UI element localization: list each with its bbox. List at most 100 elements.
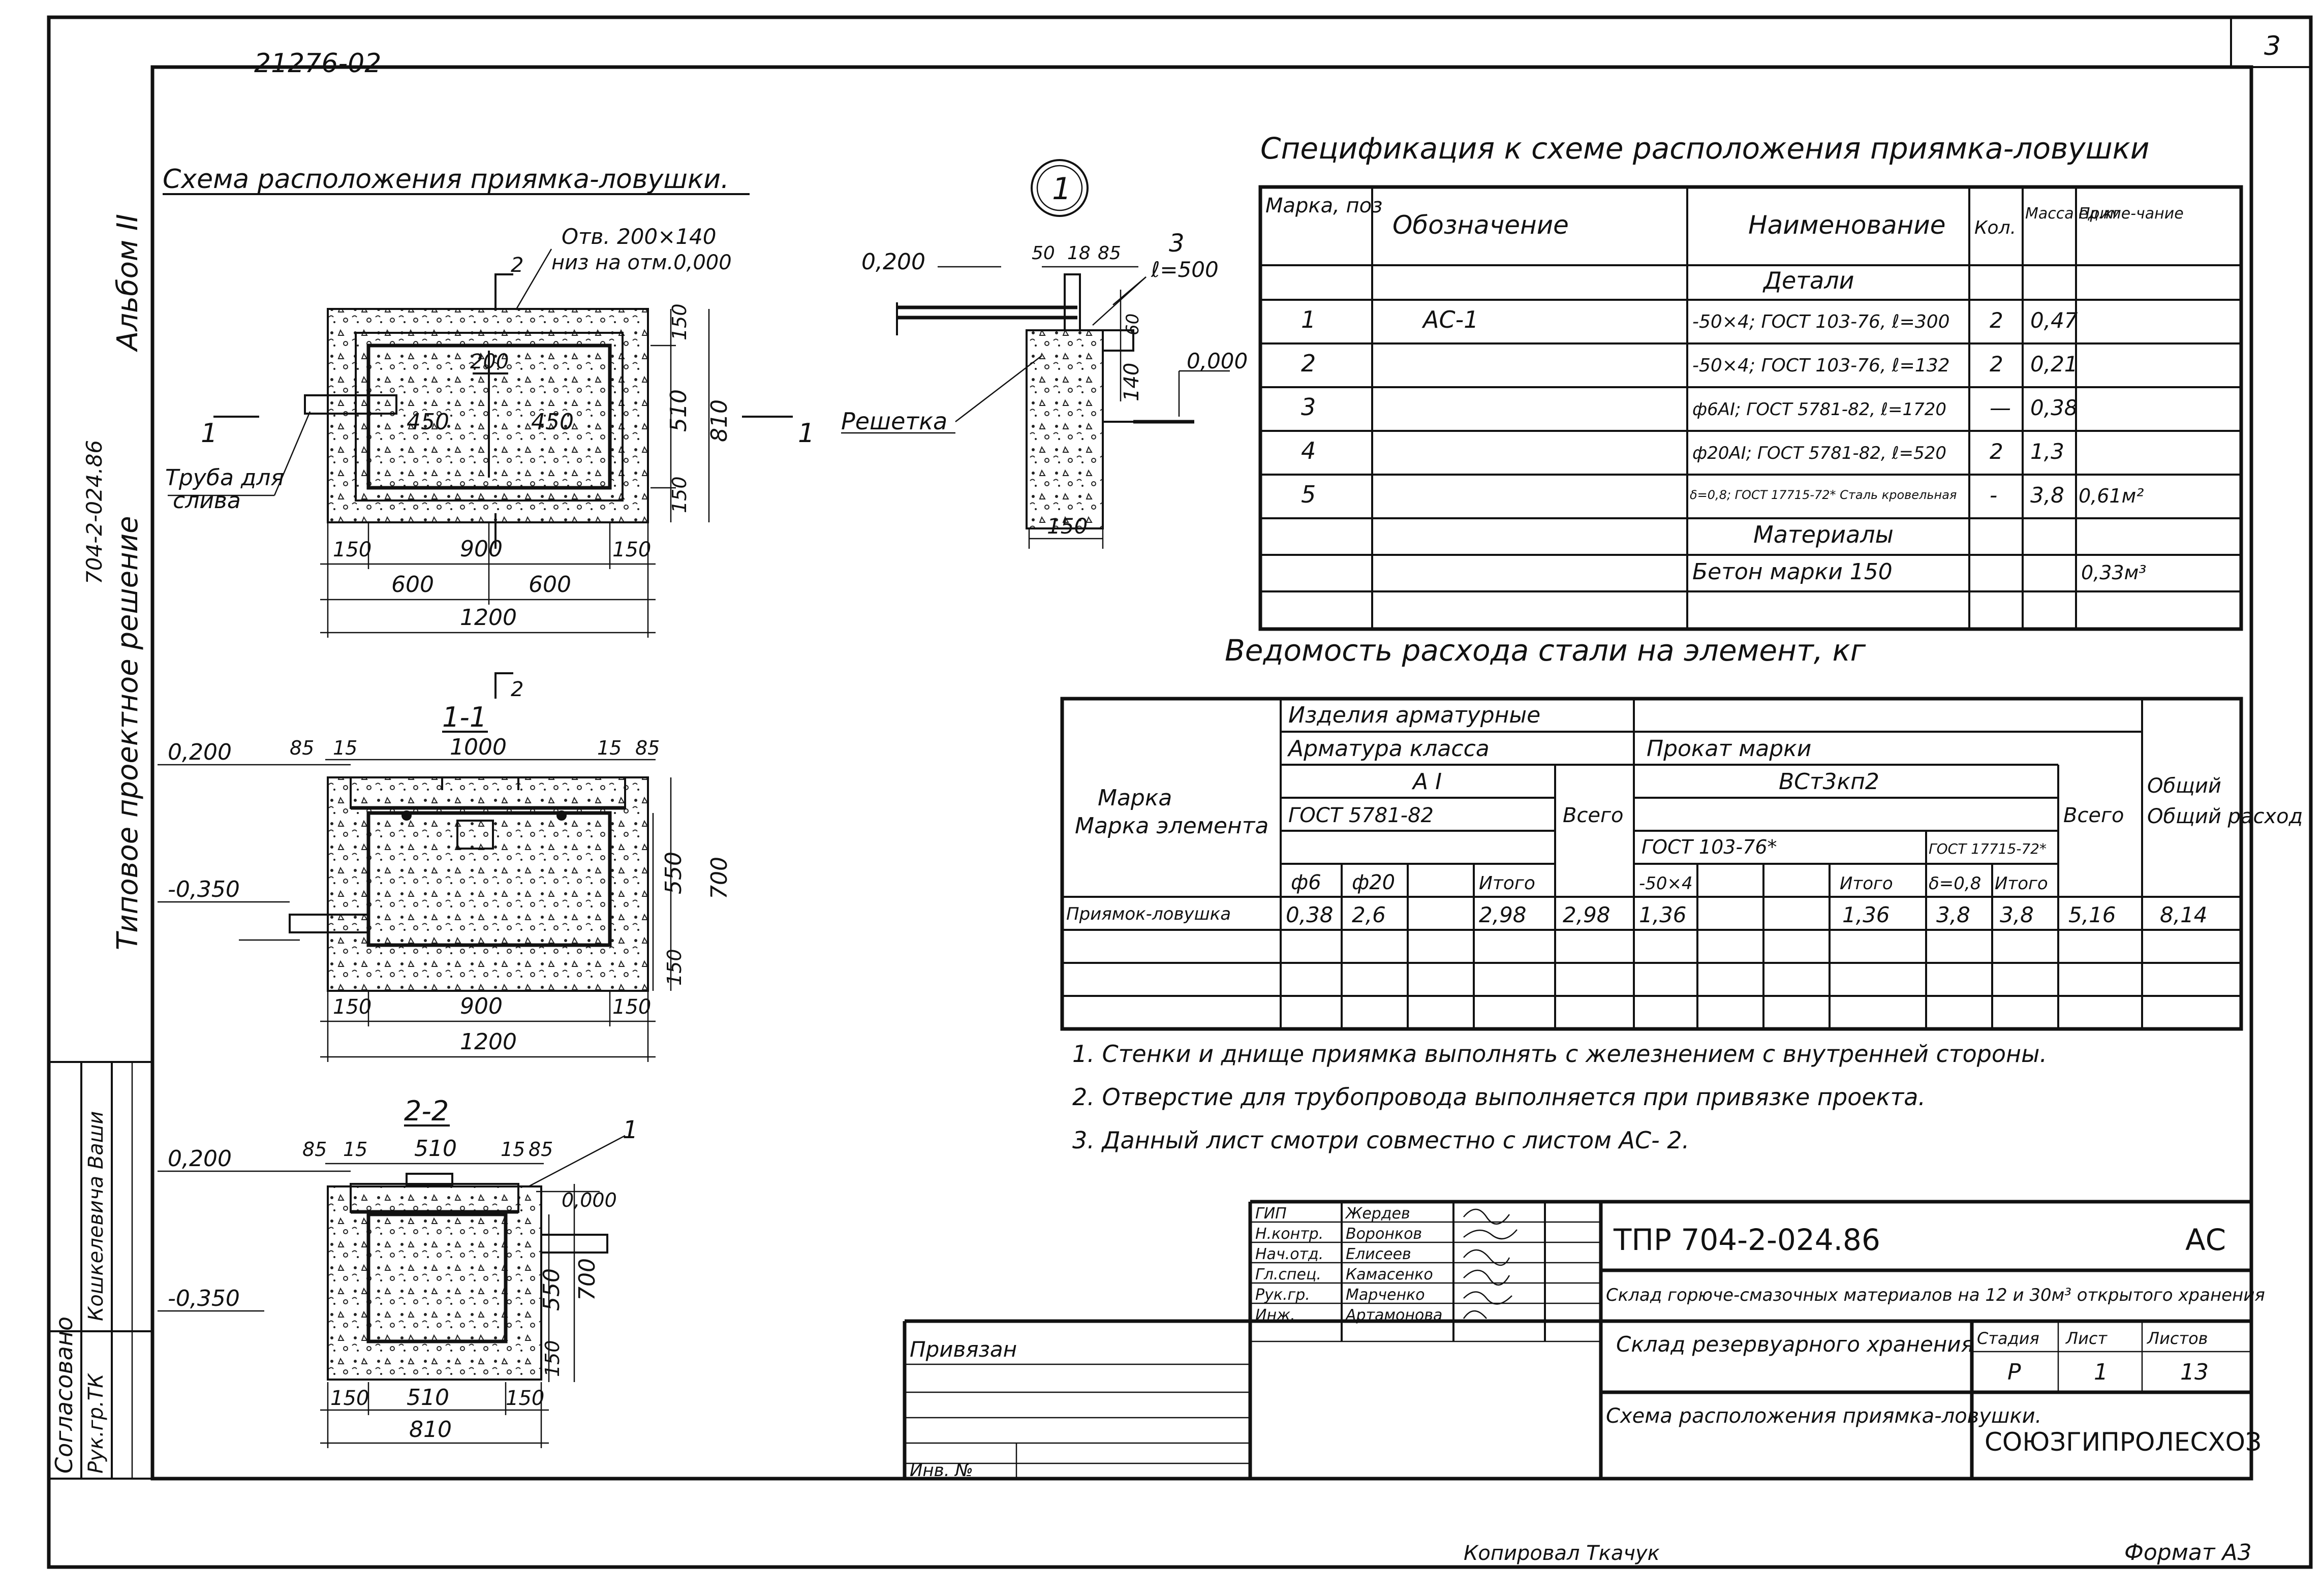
stamp-name-5: Марченко	[1346, 1286, 1425, 1304]
steel-row-vsego-b: 5,16	[2068, 902, 2116, 927]
s22-dim-150a: 150	[330, 1387, 369, 1410]
stamp-code: ТПР 704-2-024.86	[1613, 1223, 1880, 1257]
dim-150-bottom: 150	[668, 476, 691, 513]
s11-dim-150b: 150	[612, 995, 651, 1019]
s11-dim-900: 900	[460, 993, 503, 1019]
spec-r1-pos: 1	[1301, 306, 1316, 333]
s11-dim-150r: 150	[663, 949, 686, 986]
plan-dims-right	[651, 309, 710, 522]
spec-title: Спецификация к схеме расположения приямк…	[1260, 131, 2149, 166]
steel-h-f6: ф6	[1291, 871, 1321, 894]
steel-h-gost-a: ГОСТ 5781-82	[1288, 804, 1434, 827]
dim-810: 810	[706, 399, 732, 442]
dim-150-top: 150	[668, 303, 691, 340]
s11-dim-1200: 1200	[460, 1029, 517, 1055]
node-dim-85: 85	[1098, 243, 1121, 264]
spec-h-name: Наименование	[1748, 210, 1946, 240]
node-circle	[1031, 159, 1089, 217]
stamp-object: Склад резервуарного хранения	[1616, 1332, 1974, 1357]
side-code: 704-2-024.86	[82, 440, 107, 584]
spec-r3-pos: 3	[1301, 393, 1316, 421]
section22-view	[158, 1135, 626, 1448]
s22-lvl-200: 0,200	[168, 1146, 232, 1172]
steel-title: Ведомость расхода стали на элемент, кг	[1225, 633, 1866, 668]
spec-r1-qty: 2	[1990, 308, 2003, 333]
node-id: 1	[1052, 171, 1071, 207]
stamp-role-4: Гл.спец.	[1255, 1266, 1321, 1284]
steel-h-vsego-a: Всего	[1563, 804, 1624, 827]
stamp-role-5: Рук.гр.	[1255, 1286, 1310, 1304]
steel-h-f20: ф20	[1352, 871, 1395, 894]
stamp-role-1: ГИП	[1255, 1205, 1287, 1223]
s22-dim-810: 810	[409, 1417, 452, 1443]
s11-dim-85a: 85	[290, 737, 314, 759]
s22-dim-510b: 510	[407, 1385, 449, 1411]
node-dim-18: 18	[1067, 243, 1091, 264]
agreed-block	[49, 1061, 152, 1479]
steel-h-itogo-a: Итого	[1479, 873, 1535, 894]
node-dim-140: 140	[1120, 363, 1143, 401]
doc-code: 21276-02	[254, 48, 381, 79]
spec-r5-name: δ=0,8; ГОСТ 17715-72* Сталь кровельная	[1690, 488, 1957, 502]
s22-dim-15b: 15	[501, 1138, 525, 1161]
spec-r4-name: ф20АI; ГОСТ 5781-82, ℓ=520	[1692, 443, 1946, 463]
steel-row-name: Приямок-ловушка	[1066, 904, 1231, 924]
steel-h-vst: ВСт3кп2	[1779, 769, 1879, 795]
hole-note-2: низ на отм.0,000	[551, 251, 732, 274]
spec-r5-pos: 5	[1301, 481, 1316, 508]
stamp-sheet-title: Схема расположения приямка-ловушки.	[1606, 1404, 2041, 1428]
spec-r2-mass: 0,21	[2030, 352, 2078, 377]
node-pos-3: 3	[1169, 229, 1185, 258]
dim-150-b: 150	[612, 538, 651, 561]
steel-row-f20: 2,6	[1352, 902, 1386, 927]
spec-h-note: Приме-чание	[2079, 205, 2184, 223]
s11-dim-550: 550	[661, 852, 687, 894]
note-1: 1. Стенки и днище приямка выполнять с же…	[1072, 1040, 2047, 1068]
node-grate: Решетка	[841, 408, 947, 435]
steel-table	[1060, 697, 2243, 1031]
steel-h-d08: δ=0,8	[1929, 873, 1981, 894]
node-dim-60: 60	[1123, 314, 1143, 335]
steel-h-gost-b: ГОСТ 103-76*	[1641, 836, 1777, 858]
stamp-role-2: Н.контр.	[1255, 1225, 1323, 1243]
steel-row-d08: 3,8	[1936, 902, 1970, 927]
s22-dim-85b: 85	[529, 1138, 553, 1161]
steel-h-total: Общий расход	[2147, 805, 2303, 828]
steel-h-vsego-b: Всего	[2063, 804, 2124, 827]
dim-600-b: 600	[529, 572, 571, 598]
dim-900: 900	[460, 536, 503, 562]
steel-row-vsego-a: 2,98	[1563, 902, 1610, 927]
s22-dim-510: 510	[414, 1136, 457, 1162]
side-album: Альбом II	[111, 214, 144, 352]
agreed-role: Рук.гр.ТК	[84, 1373, 108, 1474]
dim-450-right: 450	[531, 409, 574, 435]
spec-r2-pos: 2	[1301, 350, 1316, 377]
spec-h-qty: Кол.	[1974, 217, 2016, 238]
s22-lvl-000: 0,000	[562, 1189, 617, 1211]
stamp-org: СОЮЗГИПРОЛЕСХОЗ	[1985, 1427, 2262, 1457]
spec-r4-mass: 1,3	[2030, 439, 2064, 464]
stamp-sheets: 13	[2180, 1359, 2209, 1385]
section11-view	[158, 672, 672, 1062]
node-lvl-200: 0,200	[861, 249, 925, 275]
hole-note-1: Отв. 200×140	[562, 224, 717, 249]
node-detail	[896, 266, 1230, 549]
plan-title: Схема расположения приямка-ловушки.	[163, 164, 729, 195]
stamp-name-1: Жердев	[1345, 1205, 1410, 1223]
note-2: 2. Отверстие для трубопровода выполняетс…	[1072, 1083, 1926, 1111]
stamp-role-3: Нач.отд.	[1255, 1245, 1323, 1263]
steel-h-504: -50×4	[1639, 873, 1693, 894]
stamp-stage: Р	[2007, 1359, 2021, 1385]
s11-dim-85b: 85	[635, 737, 660, 759]
stamp-project: Склад горюче-смазочных материалов на 12 …	[1606, 1285, 2265, 1305]
s22-dim-550: 550	[539, 1268, 565, 1311]
s11-dim-700: 700	[706, 857, 732, 899]
s22-dim-85a: 85	[302, 1138, 327, 1161]
steel-h-mark: Марка элемента	[1075, 813, 1268, 839]
plan-cut-1-left: 1	[201, 418, 218, 449]
spec-r3-qty: —	[1990, 395, 2011, 420]
stamp-inv: Инв. №	[910, 1460, 973, 1481]
spec-h-mass: Масса ед.кг	[2025, 205, 2121, 223]
s11-dim-15a: 15	[333, 737, 357, 759]
spec-h-pos: Марка, поз	[1265, 194, 1382, 217]
